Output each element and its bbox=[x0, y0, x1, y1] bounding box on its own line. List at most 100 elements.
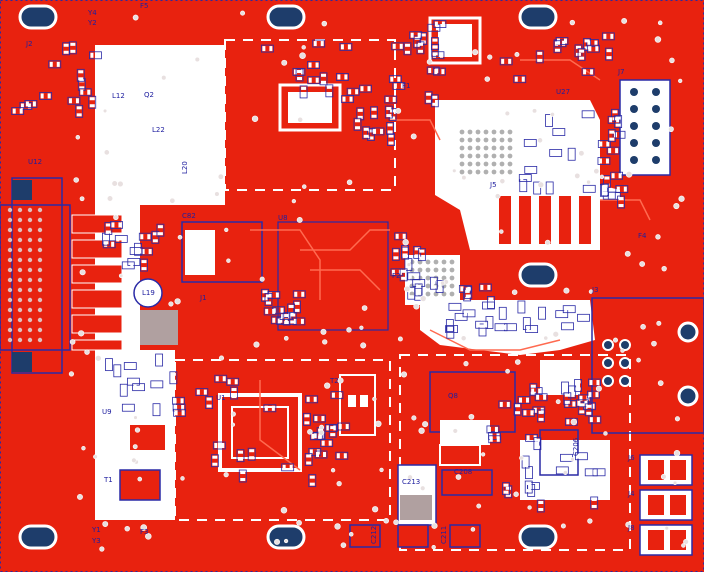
connector-pin bbox=[7, 267, 13, 273]
bga-ball bbox=[499, 145, 505, 151]
label-j5: J5 bbox=[489, 181, 497, 189]
via bbox=[621, 18, 628, 24]
connector-pin bbox=[17, 237, 23, 243]
smd-part bbox=[384, 105, 393, 119]
bga-ball bbox=[475, 137, 481, 143]
via bbox=[124, 525, 130, 532]
via bbox=[639, 261, 646, 267]
smd-part bbox=[478, 283, 492, 292]
bga-ball bbox=[491, 153, 497, 159]
smd-part bbox=[48, 60, 62, 69]
smd-part bbox=[574, 452, 588, 461]
bga-ball bbox=[409, 283, 415, 289]
smd-part bbox=[404, 258, 413, 272]
smd-part bbox=[517, 300, 526, 314]
bga-ball bbox=[467, 137, 473, 143]
via bbox=[640, 324, 646, 330]
smd-part bbox=[260, 44, 274, 53]
connector-pin bbox=[37, 317, 43, 323]
smd-part bbox=[414, 283, 423, 297]
smd-part bbox=[545, 181, 554, 195]
header-j5 bbox=[497, 194, 593, 246]
via bbox=[657, 20, 663, 26]
bga-ball bbox=[507, 153, 513, 159]
smd-part bbox=[68, 41, 77, 55]
via bbox=[422, 421, 429, 428]
via bbox=[134, 427, 141, 433]
mount-slot-mid-right bbox=[518, 262, 558, 288]
connector-pin bbox=[7, 277, 13, 283]
label-y2: Y2 bbox=[87, 19, 97, 27]
via bbox=[562, 470, 568, 476]
via bbox=[307, 429, 313, 435]
via bbox=[636, 357, 641, 363]
connector-pin bbox=[17, 277, 23, 283]
smd-part bbox=[430, 94, 439, 108]
bga-ball bbox=[441, 259, 447, 265]
smd-part bbox=[151, 230, 160, 244]
smd-part bbox=[429, 276, 438, 290]
ic-top-center bbox=[278, 83, 342, 132]
connector-pin bbox=[37, 237, 43, 243]
via bbox=[620, 348, 625, 353]
smd-part bbox=[478, 323, 487, 337]
smd-part bbox=[545, 114, 553, 127]
via bbox=[180, 476, 185, 481]
bga-ball bbox=[417, 267, 423, 273]
bga-ball bbox=[467, 153, 473, 159]
via bbox=[487, 54, 493, 60]
via bbox=[426, 59, 433, 65]
smd-part bbox=[304, 453, 313, 466]
via bbox=[555, 399, 561, 405]
smd-part bbox=[328, 424, 337, 438]
via bbox=[217, 173, 224, 180]
via bbox=[472, 49, 479, 56]
label-q2: Q2 bbox=[144, 91, 154, 99]
label-l22: L22 bbox=[152, 126, 165, 134]
label-q8: Q8 bbox=[448, 392, 458, 400]
connector-pin bbox=[17, 267, 23, 273]
transformer-t1 bbox=[119, 425, 165, 501]
smd-part bbox=[238, 469, 247, 483]
connector-pin bbox=[27, 267, 33, 273]
smd-part bbox=[409, 31, 423, 40]
via bbox=[514, 52, 520, 57]
bga-ball bbox=[433, 267, 439, 273]
smd-part bbox=[597, 157, 611, 165]
smd-part bbox=[356, 107, 365, 121]
via bbox=[402, 239, 409, 246]
via bbox=[505, 368, 510, 374]
connector-pin bbox=[27, 237, 33, 243]
smd-part bbox=[577, 313, 590, 322]
label-y1: Y1 bbox=[91, 526, 101, 534]
smd-part bbox=[606, 146, 620, 155]
smd-part bbox=[391, 247, 400, 261]
via bbox=[321, 20, 328, 27]
via bbox=[578, 150, 585, 157]
label-f4: F4 bbox=[638, 232, 647, 240]
smd-part bbox=[586, 39, 599, 47]
via bbox=[570, 418, 578, 426]
label-j7: J7 bbox=[617, 68, 625, 76]
via bbox=[251, 115, 259, 122]
via bbox=[102, 108, 108, 114]
vias bbox=[68, 10, 689, 552]
smd-part bbox=[563, 392, 572, 406]
smd-part bbox=[309, 432, 323, 441]
via bbox=[131, 457, 137, 463]
label-c82: C82 bbox=[182, 212, 196, 220]
smd-part bbox=[320, 439, 334, 448]
traces bbox=[250, 59, 651, 471]
bga-ball bbox=[483, 161, 489, 167]
smd-part bbox=[494, 323, 508, 332]
bga-ball bbox=[507, 161, 513, 167]
via bbox=[407, 474, 413, 481]
label-u27: U27 bbox=[556, 88, 570, 96]
via bbox=[552, 330, 559, 338]
via bbox=[410, 133, 417, 140]
bga-ball bbox=[491, 161, 497, 167]
via bbox=[132, 14, 139, 21]
bga-ball bbox=[507, 145, 513, 151]
via bbox=[681, 543, 686, 548]
smd-part bbox=[587, 390, 600, 399]
